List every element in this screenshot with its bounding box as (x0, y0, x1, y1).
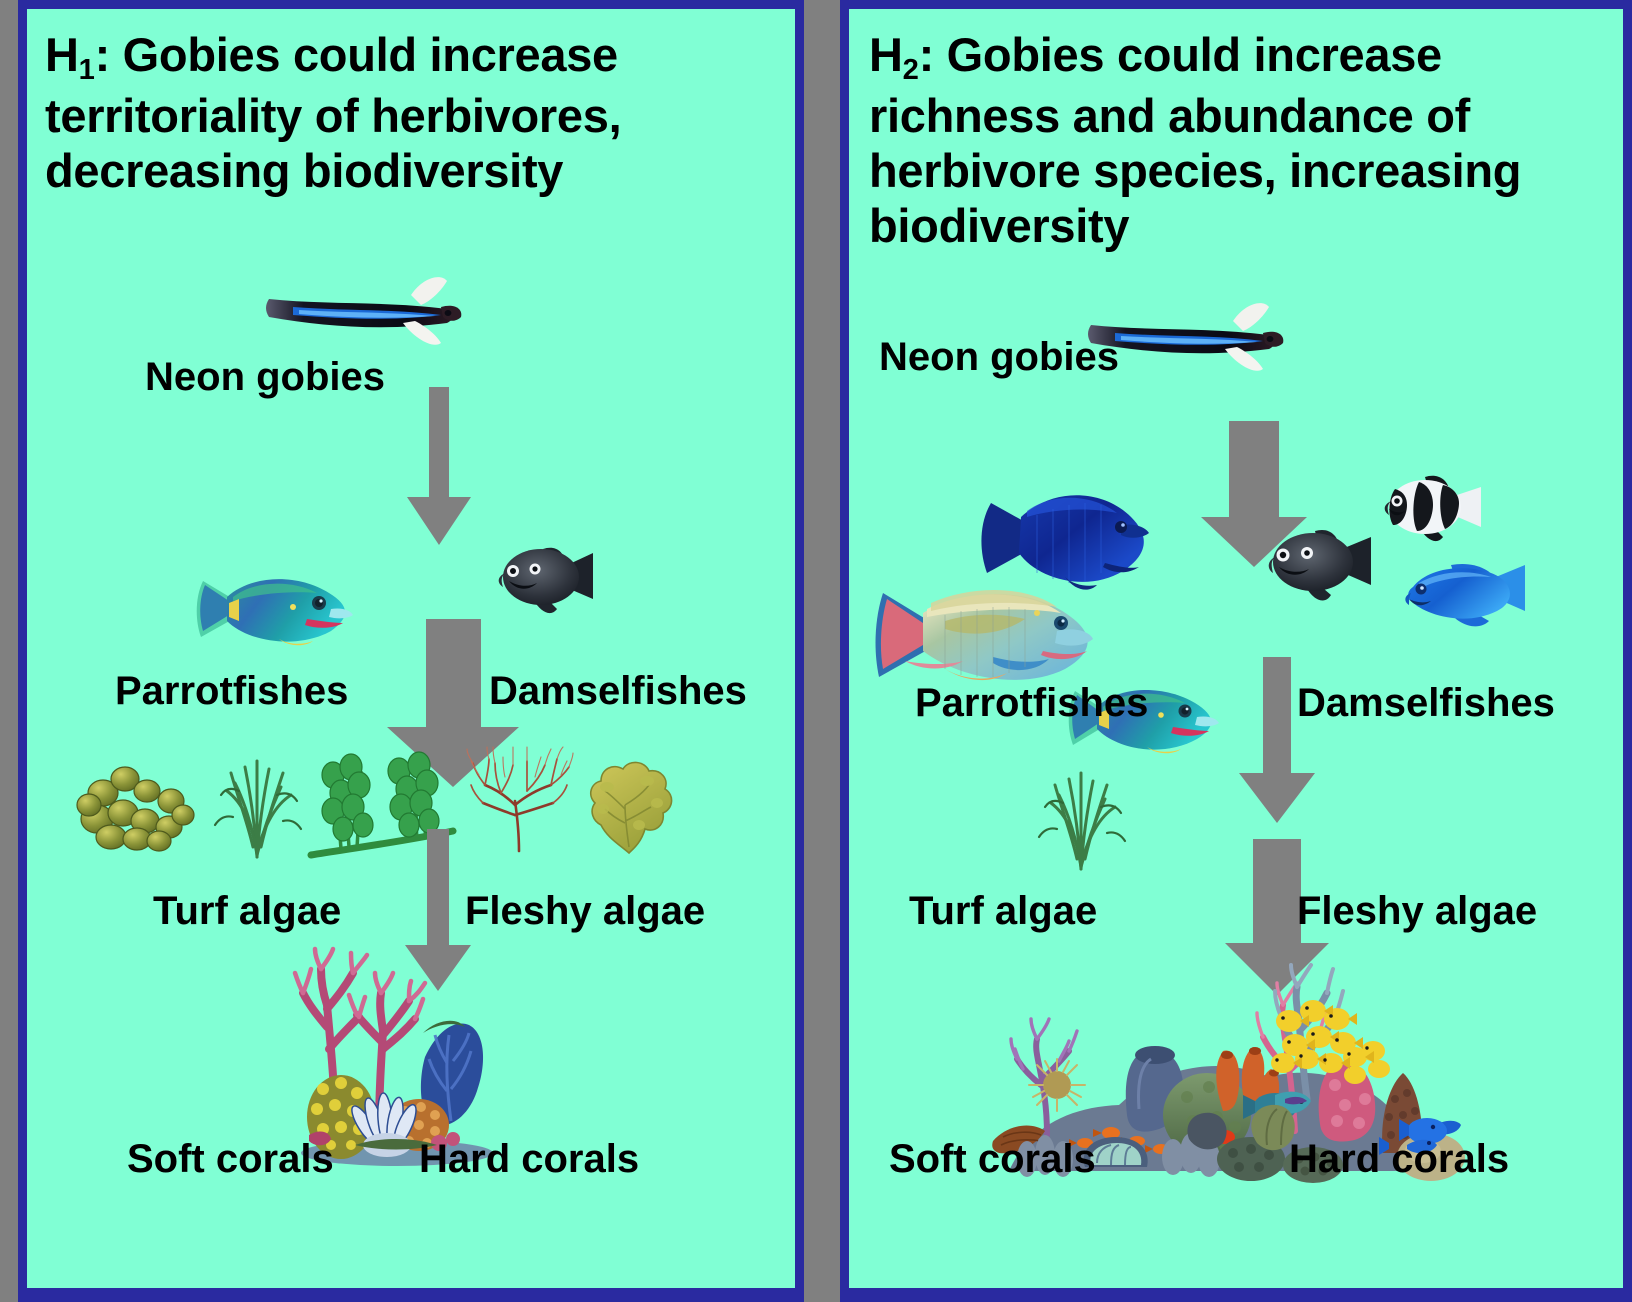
algae-green-wispy-icon (1035, 761, 1127, 871)
damselfish-black-icon (489, 537, 599, 627)
panel-h2-heading: H2: Gobies could increase richness and a… (869, 27, 1609, 254)
algae-olive-blobs-icon (75, 749, 205, 859)
panel-h1: H1: Gobies could increase territoriality… (18, 0, 804, 1302)
label-turf-algae-left: Turf algae (153, 889, 342, 933)
damselfish-blue-icon (1399, 557, 1529, 637)
label-neon-gobies: Neon gobies (879, 335, 1120, 379)
damselfish-humbug-icon (1375, 467, 1485, 555)
heading-body: : Gobies could increase richness and abu… (869, 28, 1534, 253)
label-damselfishes-right: Damselfishes (1297, 681, 1555, 725)
neon-goby-icon (265, 265, 465, 365)
heading-body: : Gobies could increase territoriality o… (45, 28, 635, 197)
arrow-herbivores-to-algae (381, 619, 526, 789)
label-neon-gobies: Neon gobies (145, 355, 386, 399)
label-parrotfishes-right: Parrotfishes (915, 681, 1149, 725)
heading-prefix: H (869, 28, 903, 81)
coral-cluster-small-icon (269, 939, 529, 1169)
panel-h1-heading: H1: Gobies could increase territoriality… (45, 27, 735, 198)
arrow-algae-to-corals (397, 829, 479, 995)
damselfish-black-icon (1259, 521, 1377, 613)
parrotfish-teal-icon (1067, 663, 1227, 767)
label-hard-corals-right: Hard corals (1289, 1137, 1510, 1181)
heading-prefix: H (45, 28, 79, 81)
parrotfish-teal-icon (193, 551, 363, 661)
arrow-gobies-to-herbivores (1197, 421, 1312, 571)
panel-h2: H2: Gobies could increase richness and a… (840, 0, 1632, 1302)
panel-h2-content: H2: Gobies could increase richness and a… (849, 9, 1623, 1288)
heading-subscript: 2 (902, 54, 919, 87)
algae-green-wispy-icon (213, 751, 303, 859)
coral-reef-large-icon (989, 959, 1465, 1189)
label-soft-corals-left: Soft corals (127, 1137, 334, 1181)
arrow-gobies-to-herbivores (399, 387, 479, 549)
algae-yellow-leafy-icon (577, 751, 687, 857)
arrow-algae-to-corals (1219, 839, 1335, 999)
label-fleshy-algae-right: Fleshy algae (1297, 889, 1538, 933)
panel-h1-content: H1: Gobies could increase territoriality… (27, 9, 795, 1288)
algae-red-branching-icon (465, 745, 575, 853)
neon-goby-icon (1087, 291, 1287, 391)
label-soft-corals-right: Soft corals (889, 1137, 1096, 1181)
arrow-herbivores-to-algae (1231, 657, 1323, 827)
parrotfish-darkblue-icon (975, 469, 1155, 599)
heading-subscript: 1 (78, 54, 95, 87)
parrotfish-rainbow-icon (875, 565, 1105, 695)
label-hard-corals-left: Hard corals (419, 1137, 640, 1181)
label-damselfishes-left: Damselfishes (489, 669, 747, 713)
label-turf-algae-right: Turf algae (909, 889, 1098, 933)
label-parrotfishes-left: Parrotfishes (115, 669, 349, 713)
label-fleshy-algae-left: Fleshy algae (465, 889, 706, 933)
